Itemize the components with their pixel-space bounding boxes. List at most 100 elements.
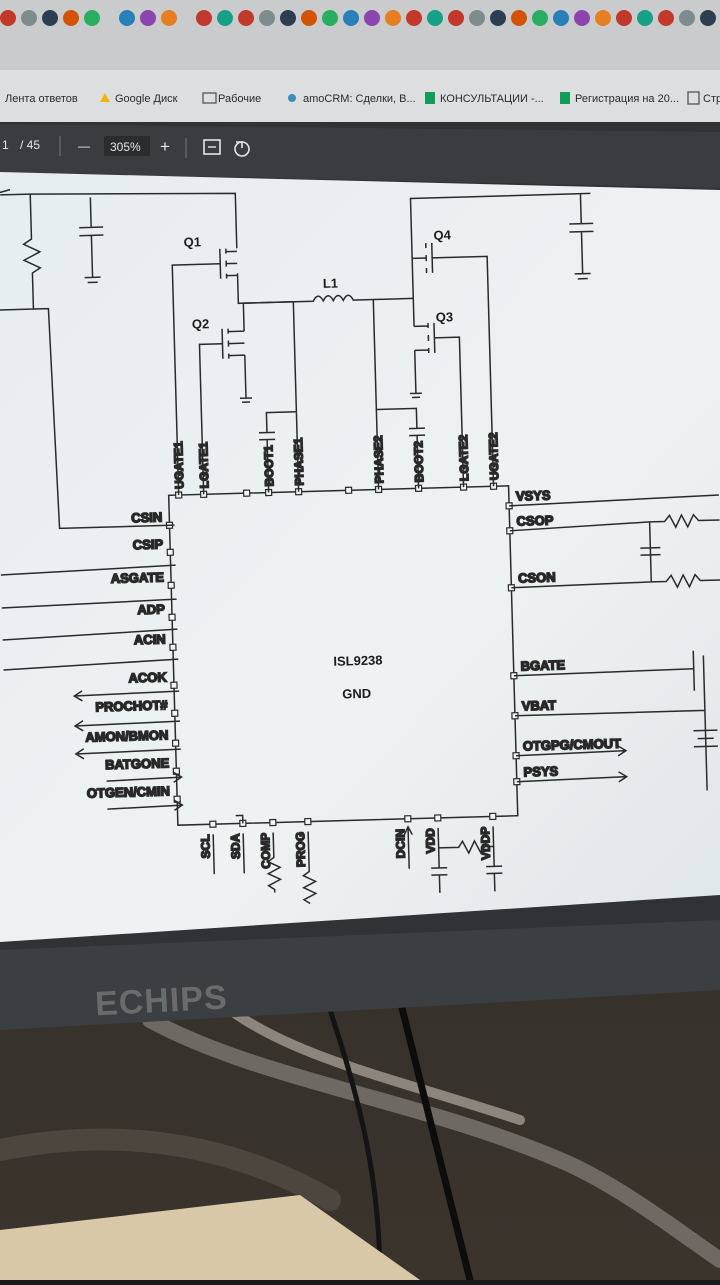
- top-pin-label: BOOT1: [261, 445, 276, 487]
- extension-icon[interactable]: [553, 10, 569, 26]
- extension-icon[interactable]: [0, 10, 16, 26]
- pin-pad: [171, 709, 179, 717]
- pin-pad: [209, 820, 217, 828]
- bottom-pin-label: VDD: [423, 828, 438, 854]
- bottom-pin-label: DCIN: [393, 829, 408, 859]
- pin-pad: [170, 681, 178, 689]
- left-pin-label: PROCHOT#: [95, 697, 168, 714]
- extension-icon[interactable]: [658, 10, 674, 26]
- schematic-page: [0, 172, 720, 942]
- left-pins: CSINCSIPASGATEADPACINACOKPROCHOT#AMON/BM…: [84, 509, 181, 803]
- extension-icon[interactable]: [406, 10, 422, 26]
- top-pin-label: LGATE1: [196, 441, 211, 488]
- bookmark-item[interactable]: amoCRM: Сделки, В...: [303, 93, 416, 105]
- left-pin-label: OTGEN/CMIN: [87, 783, 170, 800]
- zoom-field[interactable]: [104, 136, 150, 156]
- extension-icon[interactable]: [427, 10, 443, 26]
- bookmark-item[interactable]: Рабочие: [218, 93, 261, 105]
- extension-icon[interactable]: [301, 10, 317, 26]
- top-pin-label: BOOT2: [411, 440, 426, 482]
- right-pin-label: OTGPG/CMOUT: [523, 736, 622, 754]
- extension-icon[interactable]: [616, 10, 632, 26]
- extension-icon[interactable]: [280, 10, 296, 26]
- extension-icon[interactable]: [343, 10, 359, 26]
- extension-icon[interactable]: [700, 10, 716, 26]
- extension-icon[interactable]: [161, 10, 177, 26]
- page-icon: [687, 91, 700, 105]
- right-pin-label: BGATE: [520, 657, 565, 673]
- sheets-icon: [425, 92, 435, 104]
- q4-label: Q4: [433, 227, 452, 242]
- google-drive-icon: [100, 93, 110, 102]
- pin-pad: [269, 818, 277, 827]
- extension-icon[interactable]: [511, 10, 527, 26]
- zoom-out-button[interactable]: —: [78, 139, 90, 153]
- pin-pad: [166, 548, 174, 557]
- top-pin-label: UGATE1: [171, 441, 186, 489]
- extension-icon[interactable]: [490, 10, 506, 26]
- extension-icon[interactable]: [364, 10, 380, 26]
- right-pin-label: VBAT: [521, 698, 556, 714]
- extension-icon[interactable]: [63, 10, 79, 26]
- extension-icon[interactable]: [532, 10, 548, 26]
- bookmark-item[interactable]: Стр: [703, 93, 720, 105]
- extension-icon[interactable]: [196, 10, 212, 26]
- extension-icon[interactable]: [679, 10, 695, 26]
- cables: [0, 996, 720, 1284]
- bookmark-item[interactable]: Регистрация на 20...: [575, 93, 679, 105]
- extension-icon[interactable]: [637, 10, 653, 26]
- extension-icon[interactable]: [322, 10, 338, 26]
- pin-pad: [304, 817, 312, 826]
- extension-icon[interactable]: [385, 10, 401, 26]
- extension-icon[interactable]: [140, 10, 156, 26]
- fit-page-icon[interactable]: [203, 139, 221, 155]
- sheets-icon: [560, 92, 570, 104]
- top-pin-label: PHASE2: [371, 435, 386, 484]
- chip-name: ISL9238: [333, 652, 383, 668]
- extension-icon[interactable]: [448, 10, 464, 26]
- l1-label: L1: [323, 276, 339, 291]
- zoom-value: 305%: [110, 140, 141, 154]
- extension-icon[interactable]: [21, 10, 37, 26]
- left-input-wires: [0, 564, 179, 671]
- pin-pad: [171, 739, 180, 747]
- q2-label: Q2: [192, 316, 210, 331]
- bookmarks-row: Лента ответов Google Диск Рабочие amoCRM: С…: [5, 91, 720, 105]
- top-capacitor: [79, 197, 104, 284]
- extension-icon[interactable]: [84, 10, 100, 26]
- extension-icon[interactable]: [574, 10, 590, 26]
- zoom-in-button[interactable]: +: [160, 137, 170, 156]
- ugate1-wire: [171, 263, 221, 496]
- pin-pad: [344, 486, 353, 494]
- left-signal-arrows: [72, 690, 184, 811]
- output-arrows: [516, 745, 629, 783]
- bottom-pin-label: SCL: [198, 834, 213, 858]
- extension-icon[interactable]: [42, 10, 58, 26]
- bookmark-item[interactable]: КОНСУЛЬТАЦИИ -...: [440, 93, 544, 105]
- extension-icon[interactable]: [595, 10, 611, 26]
- q4-symbol: [412, 242, 495, 487]
- page-current[interactable]: 1: [2, 138, 9, 152]
- amocrm-icon: [288, 94, 296, 102]
- bottom-network: [212, 814, 503, 905]
- extension-icon[interactable]: [259, 10, 275, 26]
- left-pin-label: ASGATE: [111, 569, 165, 585]
- extension-icon[interactable]: [238, 10, 254, 26]
- bookmark-item[interactable]: Google Диск: [115, 93, 178, 105]
- left-pin-label: ACIN: [134, 631, 166, 647]
- extension-icon[interactable]: [119, 10, 135, 26]
- pin-pad: [242, 489, 251, 497]
- pin-pad: [167, 581, 175, 589]
- battery-network: [513, 650, 718, 791]
- lgate1-wire: [198, 343, 223, 495]
- left-pin-label: BATGONE: [105, 755, 170, 772]
- boot2-network: [372, 299, 426, 490]
- current-sense-network: [509, 494, 720, 589]
- right-pin-label: PSYS: [523, 764, 558, 780]
- bookmark-item[interactable]: Лента ответов: [5, 93, 78, 105]
- extension-icon[interactable]: [217, 10, 233, 26]
- extension-icons[interactable]: [0, 10, 716, 26]
- extension-icon[interactable]: [469, 10, 485, 26]
